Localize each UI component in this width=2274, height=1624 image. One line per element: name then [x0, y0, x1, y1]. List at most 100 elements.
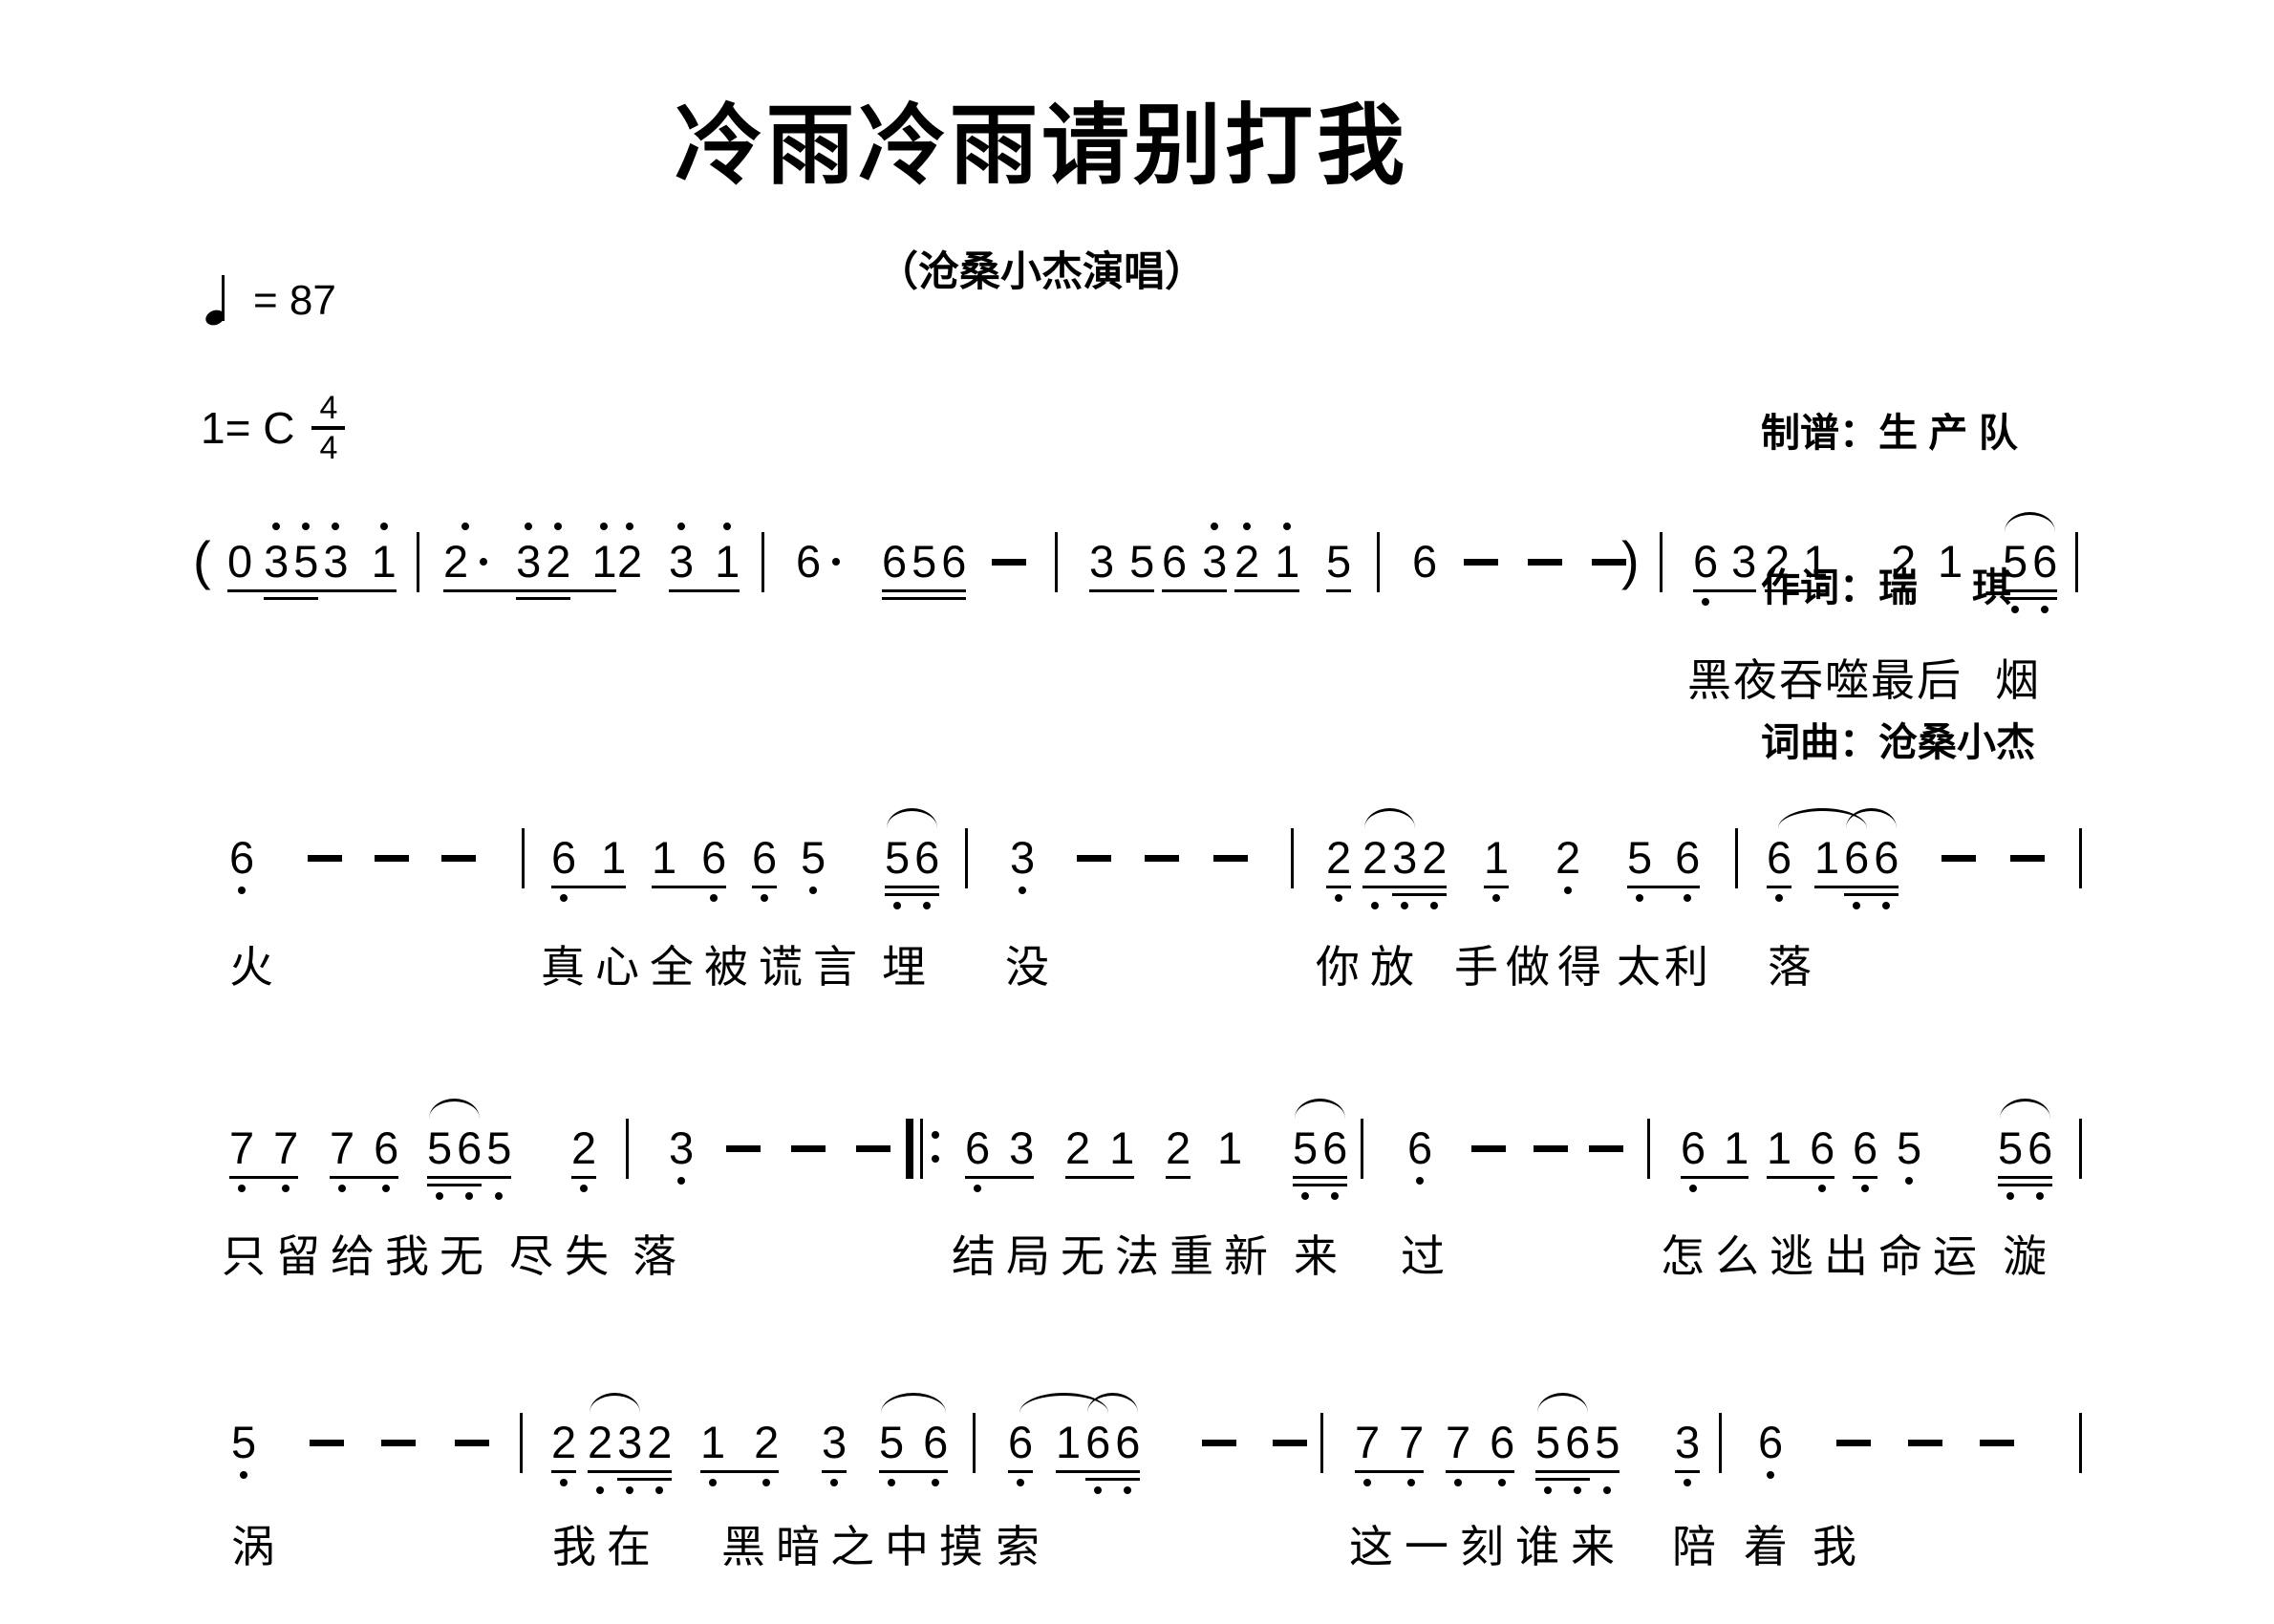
- lyric-segment: 只留给我无: [222, 1231, 494, 1281]
- beam-underline: [516, 597, 570, 600]
- repeat-sign: [906, 1119, 944, 1179]
- beam-underline: [588, 1470, 672, 1473]
- beam-underline: [1535, 1470, 1620, 1473]
- note-digit: 2: [1234, 536, 1260, 587]
- note-digit: 1: [601, 832, 627, 883]
- note: 1: [715, 523, 740, 588]
- octave-dot-below: [1689, 1185, 1698, 1192]
- octave-dot-below: [1564, 887, 1573, 894]
- tie-slur-arc: [887, 808, 937, 828]
- octave-dot-below: [1416, 1177, 1425, 1185]
- key-signature: 1= C 4 4: [201, 390, 346, 466]
- lyric-line: 只留给我无尽失落结局无法重新来过怎么逃出命运漩: [0, 1231, 2274, 1289]
- barline: [417, 532, 419, 592]
- beam-underline: [1056, 1470, 1140, 1473]
- note: 2: [1326, 831, 1351, 902]
- note-group: 6: [1853, 1122, 1877, 1192]
- octave-dot-below: [830, 1479, 839, 1486]
- note: 2: [571, 1122, 596, 1192]
- tempo-value: = 87: [253, 277, 336, 324]
- barline: [1320, 1413, 1323, 1473]
- tie-slur-arc: [2000, 1099, 2050, 1119]
- parenthesis: (: [193, 530, 211, 590]
- note-digit: 6: [752, 832, 778, 883]
- note-digit: 3: [1010, 832, 1036, 883]
- credits-block: 制谱：生 产 队 作词：瑞 琪 词曲：沧桑小杰: [1761, 304, 2035, 820]
- repeat-sign-part: [920, 1119, 923, 1179]
- octave-dot-below: [1335, 894, 1343, 902]
- note-digit: 6: [2032, 536, 2058, 587]
- lyric-segment: 没: [1005, 942, 1049, 992]
- lyric-line: 火真心全被谎言埋没你放手做得太利落: [0, 942, 2274, 999]
- note-digit: 5: [1627, 832, 1653, 883]
- note: 6: [1758, 1416, 1784, 1479]
- beam-underline: [1814, 886, 1899, 888]
- note: 2: [1065, 1122, 1090, 1175]
- note: 2: [617, 523, 642, 588]
- note-digit: 3: [669, 1122, 695, 1173]
- note-digit: 3: [1089, 536, 1115, 587]
- octave-dot-below: [1498, 1479, 1507, 1486]
- note-digit: 6: [551, 832, 577, 883]
- note: 5: [1595, 1416, 1620, 1494]
- barline: [762, 532, 764, 592]
- note-digit: 6: [1758, 1417, 1784, 1467]
- beam-underline: [443, 589, 616, 592]
- barline: [2075, 532, 2078, 592]
- dash-extension: [1534, 1145, 1568, 1152]
- note: 6: [882, 535, 907, 588]
- note: 6: [1407, 1122, 1432, 1185]
- barline: [1660, 532, 1663, 592]
- octave-dot-below: [1430, 902, 1439, 909]
- beam-underline: [551, 886, 626, 888]
- note-digit: 7: [273, 1122, 299, 1173]
- note-digit: 1: [715, 536, 740, 587]
- beam-underline: [1392, 893, 1447, 896]
- lyric-segment: 黑暗之中摸: [721, 1522, 994, 1571]
- dash-extension: [1471, 1145, 1506, 1152]
- note-digit: 1: [1938, 536, 1963, 587]
- lyric-segment: 手做: [1454, 942, 1557, 992]
- octave-dot-below: [655, 1486, 664, 1494]
- octave-dot-below: [560, 894, 568, 902]
- note: 5: [1627, 831, 1653, 902]
- octave-dot-below: [1882, 902, 1891, 909]
- note-digit: 3: [264, 536, 290, 587]
- lyric-line: 黑夜吞噬最后烟: [0, 655, 2274, 713]
- beam-underline: [229, 1176, 298, 1179]
- beam-underline: [1853, 1176, 1877, 1179]
- note: 7: [1355, 1416, 1380, 1486]
- note-digit: 2: [1422, 832, 1448, 883]
- note: 1: [1803, 535, 1828, 588]
- octave-dot-below: [436, 1192, 444, 1200]
- beam-underline: [571, 1176, 596, 1179]
- note-digit: 3: [516, 536, 542, 587]
- note-group: 6: [229, 831, 254, 894]
- note: 6: [796, 535, 841, 588]
- note-digit: 1: [1767, 1122, 1792, 1173]
- note-digit: 5: [1129, 536, 1155, 587]
- note: 7: [1446, 1416, 1470, 1486]
- beam-underline: [330, 1176, 398, 1179]
- note: 5: [2003, 535, 2027, 613]
- beam-underline: [1484, 886, 1509, 888]
- note: 6: [914, 831, 939, 909]
- barline: [2079, 1119, 2082, 1179]
- note-group: 6: [796, 535, 841, 588]
- note: 2: [551, 1416, 576, 1486]
- octave-dot-below: [1094, 1486, 1103, 1494]
- note-digit: 1: [371, 536, 397, 587]
- note: 2: [546, 523, 570, 588]
- note-digit: 7: [1399, 1417, 1425, 1467]
- lyric-segment: 索: [996, 1522, 1040, 1571]
- note-digit: 6: [1844, 832, 1870, 883]
